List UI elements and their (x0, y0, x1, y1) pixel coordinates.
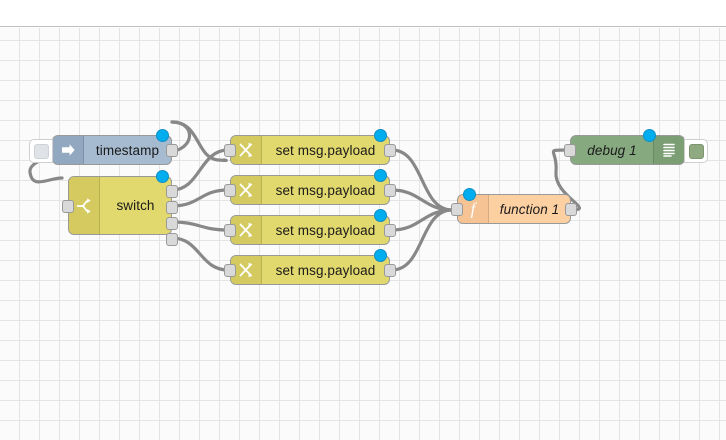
port-out-inject-0[interactable] (166, 144, 178, 157)
port-in-change-3[interactable] (224, 224, 236, 237)
status-dot-change-1 (374, 129, 387, 142)
status-dot-switch (156, 170, 169, 183)
switch-branch-icon (69, 177, 100, 234)
node-change-4[interactable]: set msg.payload (224, 249, 396, 285)
debug-lines-icon (653, 136, 684, 164)
port-out-change-2[interactable] (384, 184, 396, 197)
node-label-change-3: set msg.payload (275, 222, 376, 238)
port-in-function-1[interactable] (451, 203, 463, 216)
node-debug-1[interactable]: debug 1 (564, 129, 708, 165)
wire-switch3-to-change4 (170, 236, 230, 272)
wire-switch2-to-change3 (170, 220, 230, 232)
wire-switch1-to-change2 (170, 188, 230, 208)
wire-change4-to-function (390, 208, 454, 272)
wire-timestamp-to-change2 (170, 120, 228, 163)
port-out-switch-1[interactable] (166, 201, 178, 214)
svg-text:f: f (471, 200, 478, 219)
wire-change2-to-function (390, 188, 454, 212)
port-in-switch[interactable] (62, 200, 74, 213)
node-label-debug-1: debug 1 (587, 142, 637, 158)
node-change-1[interactable]: set msg.payload (224, 129, 396, 165)
wire-change1-to-function (390, 148, 454, 212)
node-label-change-4: set msg.payload (275, 262, 376, 278)
arrow-right-icon (53, 136, 84, 164)
flow-canvas[interactable]: timestamp switch (0, 28, 726, 440)
shuffle-icon (231, 256, 262, 284)
port-out-change-4[interactable] (384, 264, 396, 277)
node-inject-timestamp[interactable]: timestamp (29, 129, 178, 165)
status-dot-change-3 (374, 209, 387, 222)
editor-top-band (0, 0, 726, 27)
node-change-3[interactable]: set msg.payload (224, 209, 396, 245)
shuffle-icon (231, 216, 262, 244)
node-change-2[interactable]: set msg.payload (224, 169, 396, 205)
status-dot-inject (156, 129, 169, 142)
node-function-1[interactable]: f function 1 (451, 188, 577, 224)
status-dot-change-2 (374, 169, 387, 182)
status-dot-debug-1 (643, 129, 656, 142)
port-out-change-1[interactable] (384, 144, 396, 157)
inject-button-inner (33, 143, 49, 159)
port-out-switch-2[interactable] (166, 217, 178, 230)
wire-switch0-to-change1 (170, 148, 230, 192)
port-out-function-1[interactable] (565, 203, 577, 216)
port-in-change-2[interactable] (224, 184, 236, 197)
port-out-switch-0[interactable] (166, 185, 178, 198)
function-f-icon: f (458, 195, 489, 223)
node-label-inject: timestamp (95, 142, 160, 158)
node-label-function-1: function 1 (499, 201, 560, 217)
inject-trigger-button[interactable] (29, 139, 53, 163)
shuffle-icon (231, 176, 262, 204)
shuffle-icon (231, 136, 262, 164)
port-in-debug-1[interactable] (564, 144, 576, 157)
wire-change3-to-function (390, 208, 454, 232)
node-switch[interactable]: switch (62, 170, 178, 246)
debug-toggle-button[interactable] (684, 139, 708, 163)
node-label-change-2: set msg.payload (275, 182, 376, 198)
port-in-change-4[interactable] (224, 264, 236, 277)
node-label-switch: switch (116, 198, 155, 213)
port-out-change-3[interactable] (384, 224, 396, 237)
port-out-switch-3[interactable] (166, 233, 178, 246)
debug-button-inner (688, 143, 704, 159)
status-dot-change-4 (374, 249, 387, 262)
port-in-change-1[interactable] (224, 144, 236, 157)
node-label-change-1: set msg.payload (275, 142, 376, 158)
status-dot-function-1 (463, 188, 476, 201)
